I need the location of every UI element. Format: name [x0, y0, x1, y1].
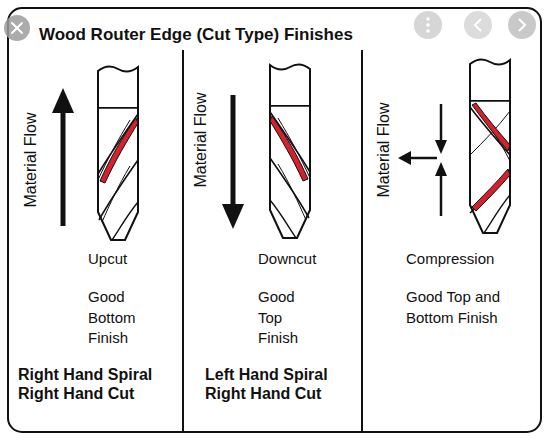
cut-type: Compression: [406, 249, 494, 269]
close-button: [4, 15, 30, 41]
flow-arrow: [398, 104, 447, 216]
prev-button: [464, 11, 492, 39]
finish-note: Good Top Finish: [258, 287, 318, 349]
upcut-bit: [98, 66, 138, 240]
title: Wood Router Edge (Cut Type) Finishes: [39, 25, 353, 45]
spiral-note: Right Hand Spiral Right Hand Cut: [18, 365, 173, 403]
divider: [182, 50, 184, 432]
axis-label: Material Flow: [190, 92, 211, 187]
compression-bit: [470, 59, 510, 233]
downcut-bit: [270, 64, 310, 238]
axis-label: Material Flow: [20, 112, 41, 207]
cut-type: Upcut: [88, 249, 127, 269]
menu-button: [414, 11, 442, 39]
next-button: [508, 11, 536, 39]
divider: [361, 50, 363, 432]
cut-type: Downcut: [258, 249, 316, 269]
spiral-note: Left Hand Spiral Right Hand Cut: [205, 365, 357, 403]
axis-label: Material Flow: [373, 102, 394, 197]
finish-note: Good Bottom Finish: [88, 287, 148, 349]
frame: [8, 8, 541, 432]
flow-arrow: [222, 95, 244, 229]
flow-arrow: [52, 88, 74, 226]
finish-note: Good Top and Bottom Finish: [406, 287, 526, 328]
